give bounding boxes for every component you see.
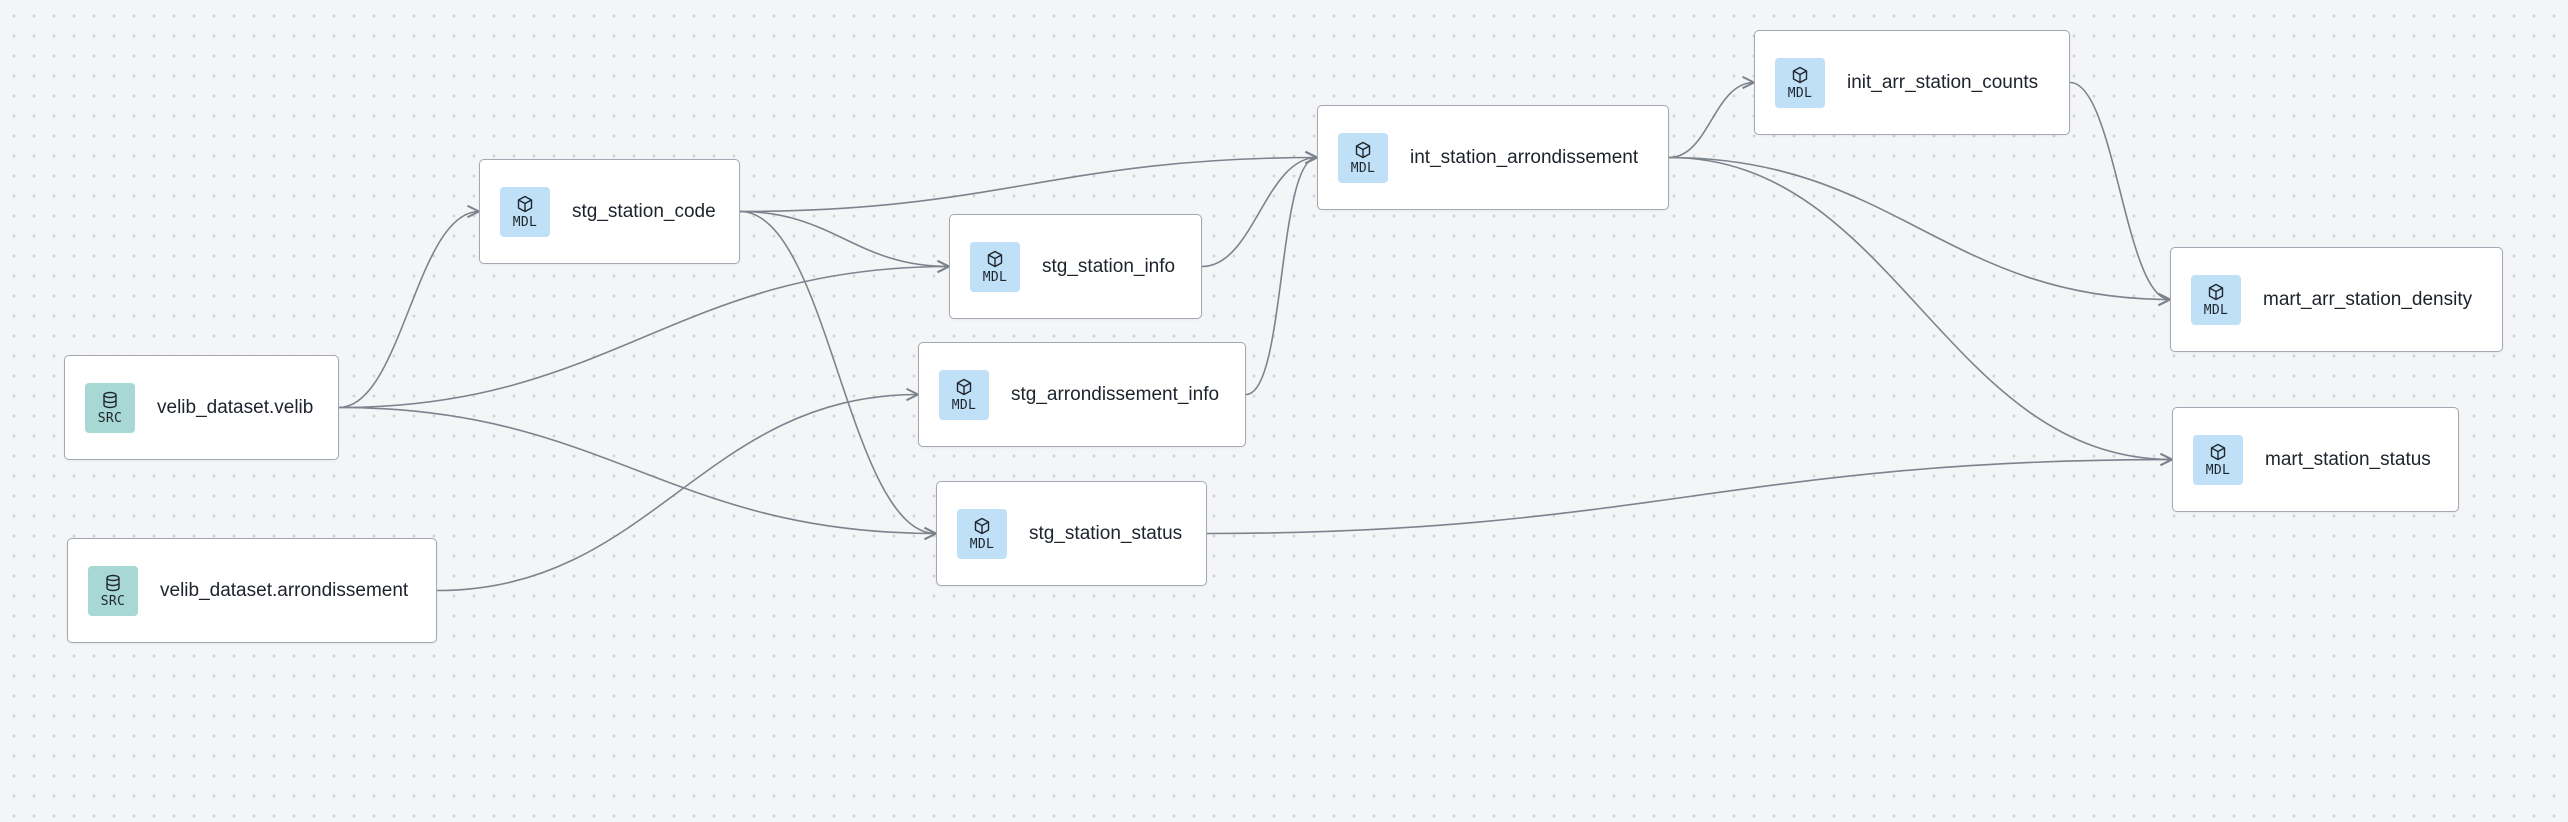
edge-int-to-counts bbox=[1668, 83, 1754, 159]
node-velib-dataset-arrondissement[interactable]: SRC velib_dataset.arrondissement bbox=[67, 538, 437, 643]
cube-icon bbox=[956, 378, 972, 395]
node-name: stg_station_info bbox=[1042, 255, 1176, 277]
node-name: velib_dataset.arrondissement bbox=[160, 579, 409, 601]
node-name: init_arr_station_counts bbox=[1847, 71, 2039, 93]
node-name: stg_station_code bbox=[572, 200, 716, 222]
cube-icon bbox=[1792, 66, 1808, 83]
edge-velib-to-info bbox=[338, 267, 949, 409]
edge-velib-to-code bbox=[338, 212, 479, 409]
node-stg-arrondissement-info[interactable]: MDL stg_arrondissement_info bbox=[918, 342, 1246, 447]
cube-icon bbox=[517, 195, 533, 212]
edge-arr_src-to-arrinfo bbox=[436, 395, 918, 592]
edge-velib-to-status bbox=[338, 406, 936, 534]
node-int-station-arrondissement[interactable]: MDL int_station_arrondissement bbox=[1317, 105, 1669, 210]
node-type-label: SRC bbox=[97, 410, 123, 426]
edge-code-to-int bbox=[739, 158, 1317, 213]
database-icon bbox=[106, 574, 120, 591]
edge-int-to-density bbox=[1668, 156, 2170, 300]
model-badge: MDL bbox=[1338, 132, 1388, 183]
edge-code-to-info bbox=[739, 210, 949, 267]
node-name: stg_arrondissement_info bbox=[1011, 383, 1220, 405]
node-stg-station-status[interactable]: MDL stg_station_status bbox=[936, 481, 1207, 586]
node-stg-station-code[interactable]: MDL stg_station_code bbox=[479, 159, 740, 264]
source-badge: SRC bbox=[85, 382, 135, 433]
node-name: velib_dataset.velib bbox=[157, 396, 314, 418]
cube-icon bbox=[987, 250, 1003, 267]
edge-status-to-mstatus bbox=[1206, 460, 2172, 535]
edge-int-to-mstatus bbox=[1668, 156, 2172, 460]
model-badge: MDL bbox=[1775, 57, 1825, 108]
node-type-label: MDL bbox=[982, 269, 1008, 285]
cube-icon bbox=[974, 517, 990, 534]
node-type-label: MDL bbox=[951, 397, 977, 413]
node-name: mart_station_status bbox=[2265, 448, 2431, 470]
node-name: mart_arr_station_density bbox=[2263, 288, 2473, 310]
edge-counts-to-density bbox=[2069, 81, 2170, 300]
node-init-arr-station-counts[interactable]: MDL init_arr_station_counts bbox=[1754, 30, 2070, 135]
node-type-label: MDL bbox=[2203, 302, 2229, 318]
node-type-label: MDL bbox=[969, 536, 995, 552]
node-mart-arr-station-density[interactable]: MDL mart_arr_station_density bbox=[2170, 247, 2503, 352]
node-type-label: SRC bbox=[100, 593, 126, 609]
node-type-label: MDL bbox=[1350, 160, 1376, 176]
source-badge: SRC bbox=[88, 565, 138, 616]
node-type-label: MDL bbox=[1787, 85, 1813, 101]
cube-icon bbox=[2208, 283, 2224, 300]
cube-icon bbox=[1355, 141, 1371, 158]
cube-icon bbox=[2210, 443, 2226, 460]
model-badge: MDL bbox=[2191, 274, 2241, 325]
node-type-label: MDL bbox=[512, 214, 538, 230]
model-badge: MDL bbox=[957, 508, 1007, 559]
model-badge: MDL bbox=[939, 369, 989, 420]
node-mart-station-status[interactable]: MDL mart_station_status bbox=[2172, 407, 2459, 512]
database-icon bbox=[103, 391, 117, 408]
node-name: stg_station_status bbox=[1029, 522, 1183, 544]
edge-arrinfo-to-int bbox=[1245, 158, 1317, 396]
model-badge: MDL bbox=[2193, 434, 2243, 485]
edge-code-to-status bbox=[739, 210, 936, 534]
model-badge: MDL bbox=[970, 241, 1020, 292]
node-name: int_station_arrondissement bbox=[1410, 146, 1639, 168]
node-type-label: MDL bbox=[2205, 462, 2231, 478]
model-badge: MDL bbox=[500, 186, 550, 237]
node-velib-dataset-velib[interactable]: SRC velib_dataset.velib bbox=[64, 355, 339, 460]
node-stg-station-info[interactable]: MDL stg_station_info bbox=[949, 214, 1202, 319]
edge-info-to-int bbox=[1201, 158, 1317, 268]
